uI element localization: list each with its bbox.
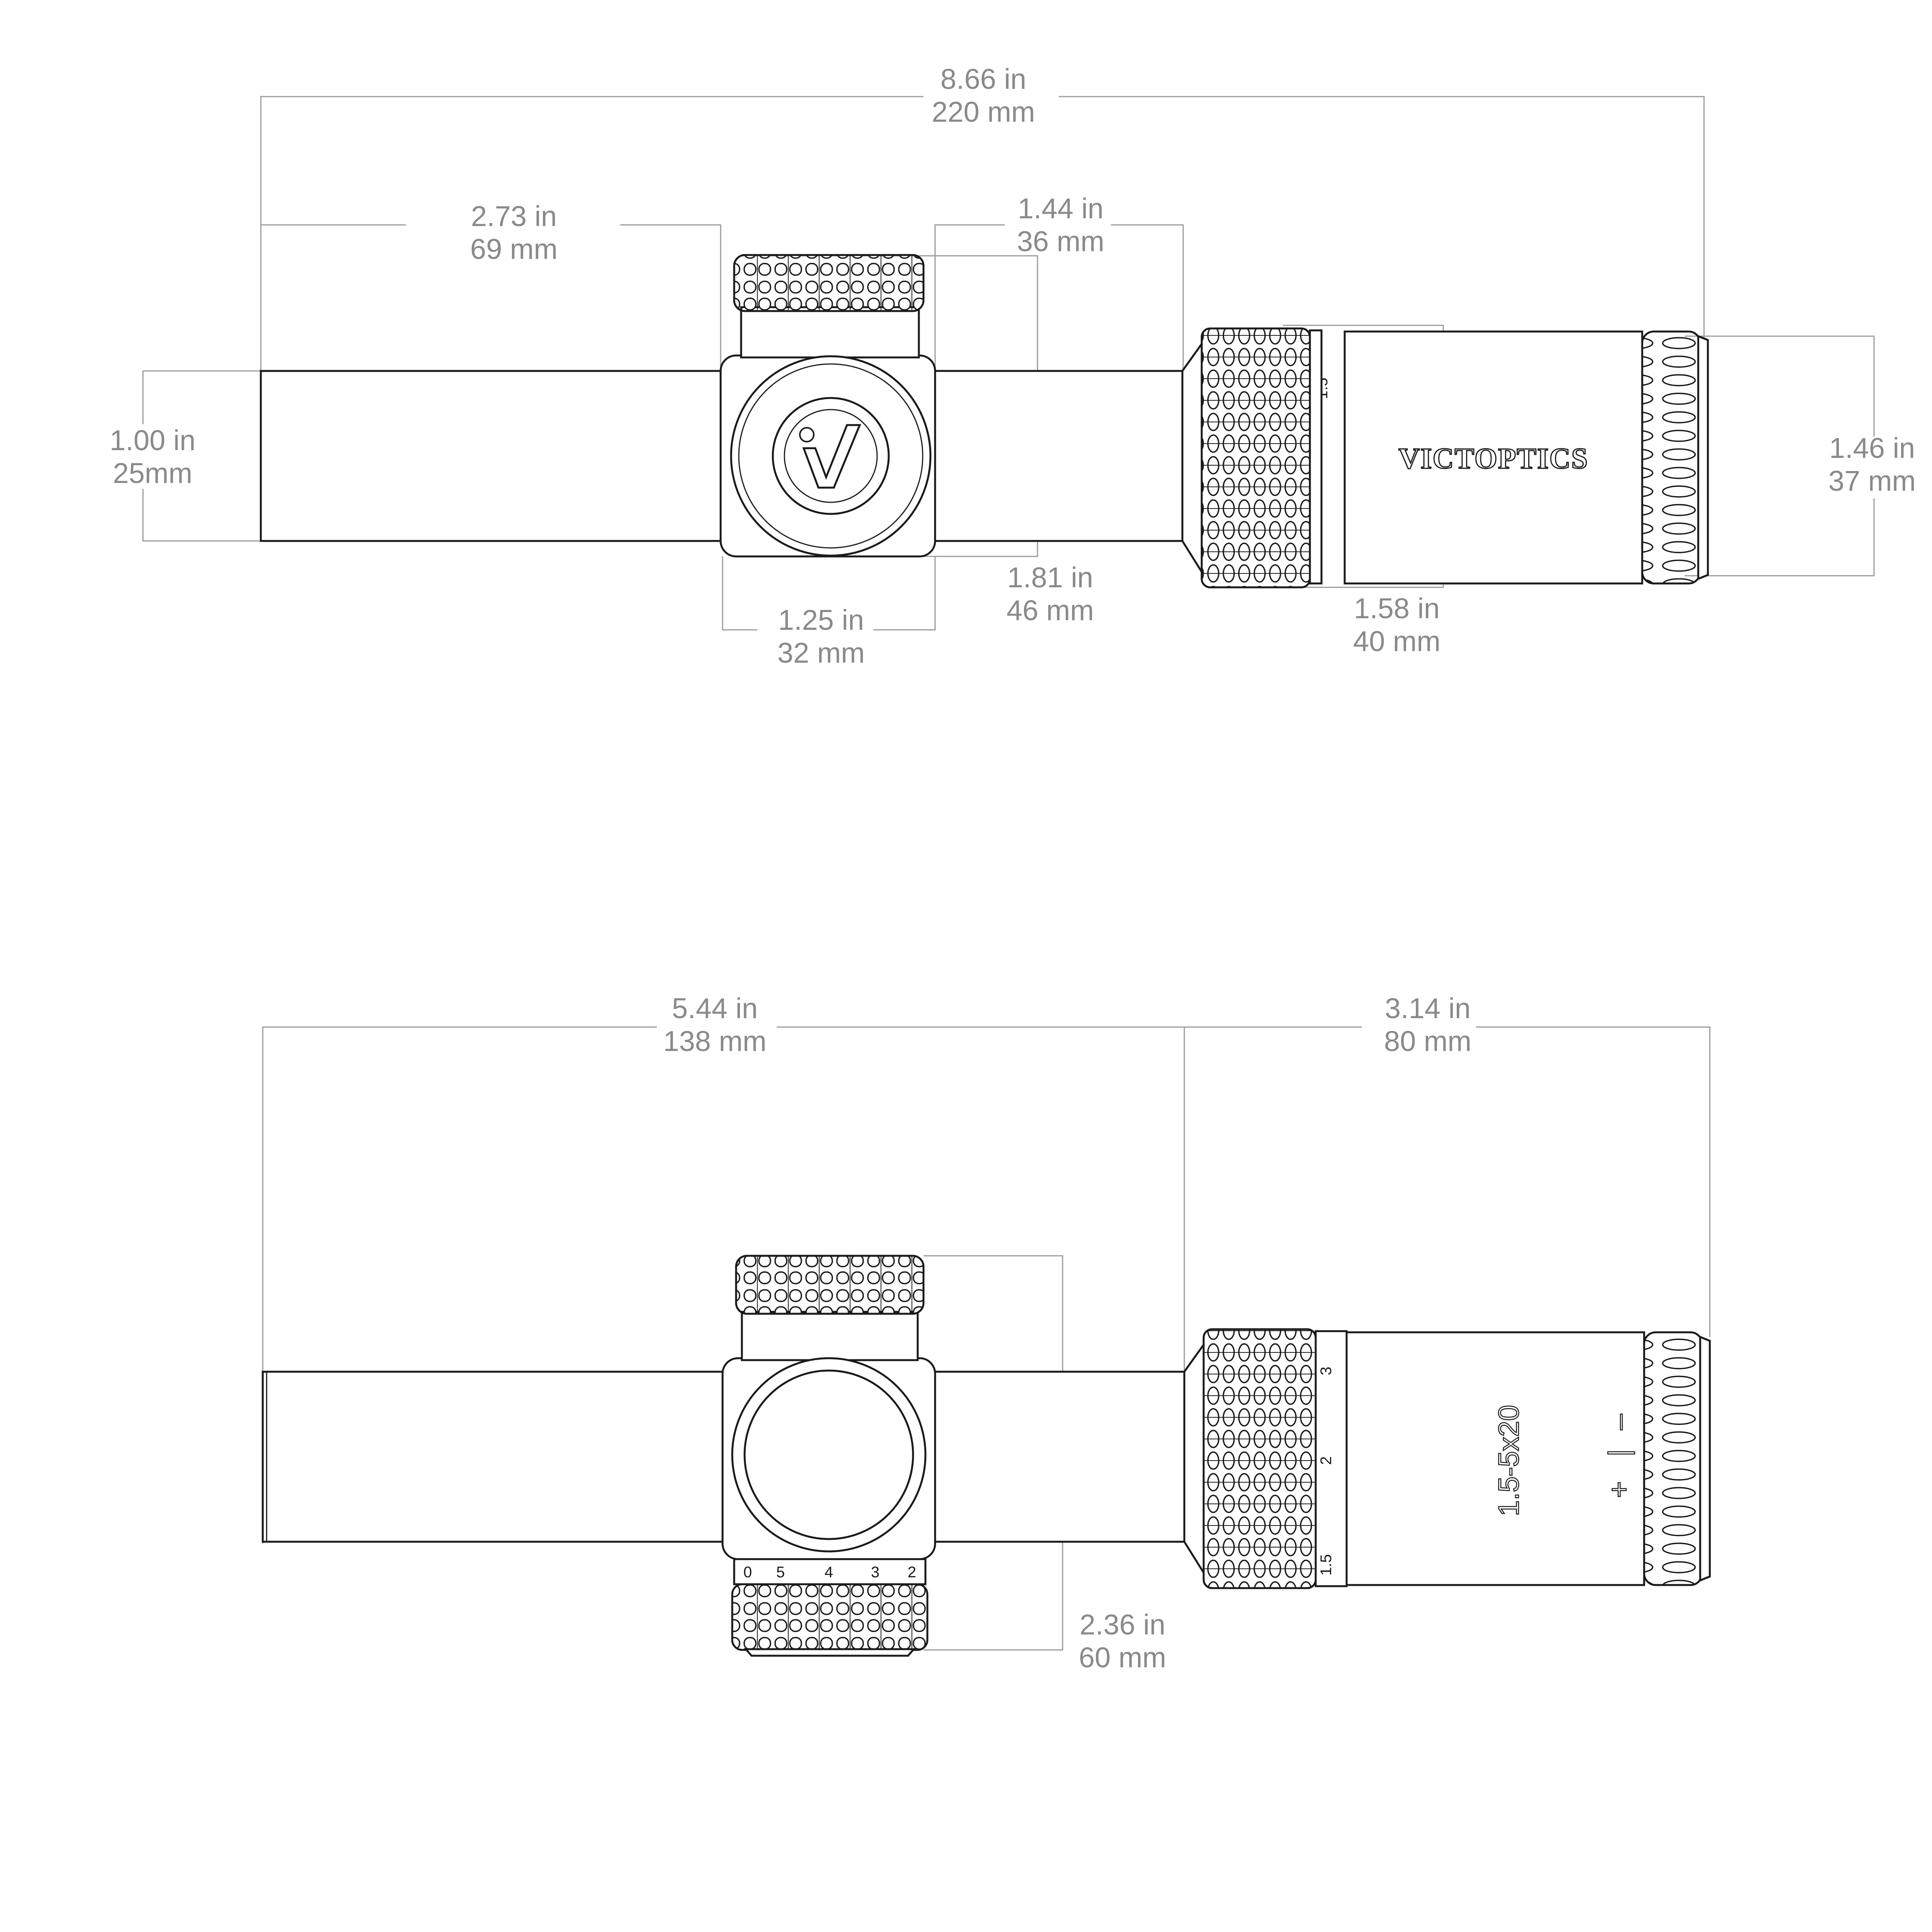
turret-span-in: 2.36 in xyxy=(1080,1609,1165,1641)
front-to-turret-mm: 69 mm xyxy=(470,233,558,265)
side-power-ring xyxy=(1202,1328,1317,1589)
top-turret-neck xyxy=(740,306,920,359)
svg-text:|: | xyxy=(1603,1449,1635,1456)
front-to-turret-in: 2.73 in xyxy=(471,200,557,232)
top-elevation-knob xyxy=(733,254,925,312)
illum-mark-2: 2 xyxy=(908,1564,916,1581)
tube-diameter-mm: 25mm xyxy=(113,457,192,489)
top-diopter-ring xyxy=(1641,330,1701,585)
diopter-marks: + | – xyxy=(1602,1413,1636,1498)
front-length-mm: 138 mm xyxy=(663,1025,766,1057)
overall-length-mm: 220 mm xyxy=(932,96,1035,128)
power-mark-1-5: 1.5 xyxy=(1318,1554,1335,1576)
illum-mark-4: 4 xyxy=(825,1564,833,1581)
side-illumination-knob xyxy=(731,1583,929,1651)
top-windage-cap-inner xyxy=(772,397,890,515)
tube-diameter-in: 1.00 in xyxy=(110,424,196,456)
model-label: 1.5-5x20 xyxy=(1493,1405,1525,1516)
power-mark-3: 3 xyxy=(1318,1367,1335,1375)
power-mark-2: 2 xyxy=(1318,1456,1335,1465)
top-power-ring xyxy=(1201,327,1311,588)
side-eyepiece-body xyxy=(1345,1331,1645,1586)
top-eyepiece-body xyxy=(1344,330,1643,585)
svg-text:+: + xyxy=(1603,1481,1635,1498)
illum-mark-5: 5 xyxy=(776,1564,785,1581)
side-power-scale xyxy=(1315,1330,1348,1587)
turret-to-eyepiece-in: 1.44 in xyxy=(1018,192,1104,224)
turret-width-in: 1.25 in xyxy=(778,604,864,636)
victoptics-logo-icon xyxy=(784,409,878,503)
brand-label: VICTOPTICS xyxy=(1398,442,1588,475)
power-ring-length-in: 1.58 in xyxy=(1354,592,1440,624)
top-dimension-labels: 8.66 in 220 mm 2.73 in 69 mm 1.44 in 36 … xyxy=(110,63,1916,669)
turret-width-mm: 32 mm xyxy=(777,637,865,669)
side-illumination-scale xyxy=(733,1558,927,1585)
turret-to-eyepiece-mm: 36 mm xyxy=(1017,225,1104,257)
power-ring-length-mm: 40 mm xyxy=(1353,625,1440,657)
side-dimension-labels: 5.44 in 138 mm 3.14 in 80 mm 2.36 in 60 … xyxy=(663,992,1471,1673)
side-scope-body: 0 5 4 3 2 3 2 1.5 1.5-5x20 + | – xyxy=(262,1255,1711,1657)
side-view: 0 5 4 3 2 3 2 1.5 1.5-5x20 + | – xyxy=(262,992,1711,1673)
turret-height-in: 1.81 in xyxy=(1007,561,1093,594)
eyepiece-length-mm: 80 mm xyxy=(1384,1025,1471,1057)
top-view: 1.5 VICTOPTICS 8.66 in 220 mm 2.73 in 69… xyxy=(110,63,1916,669)
front-length-in: 5.44 in xyxy=(672,992,758,1024)
eyepiece-length-in: 3.14 in xyxy=(1385,992,1471,1024)
overall-length-in: 8.66 in xyxy=(940,63,1026,95)
top-taper xyxy=(1181,341,1203,575)
eyepiece-diameter-in: 1.46 in xyxy=(1829,432,1915,464)
svg-text:–: – xyxy=(1603,1414,1635,1430)
side-diopter-ring xyxy=(1643,1331,1703,1586)
side-elevation-knob xyxy=(735,1255,925,1315)
eyepiece-diameter-mm: 37 mm xyxy=(1828,465,1916,497)
illum-mark-3: 3 xyxy=(871,1564,879,1581)
turret-height-mm: 46 mm xyxy=(1007,594,1094,626)
top-scope-body: 1.5 VICTOPTICS xyxy=(260,254,1709,588)
turret-span-mm: 60 mm xyxy=(1079,1641,1166,1673)
illum-mark-0: 0 xyxy=(743,1564,752,1581)
